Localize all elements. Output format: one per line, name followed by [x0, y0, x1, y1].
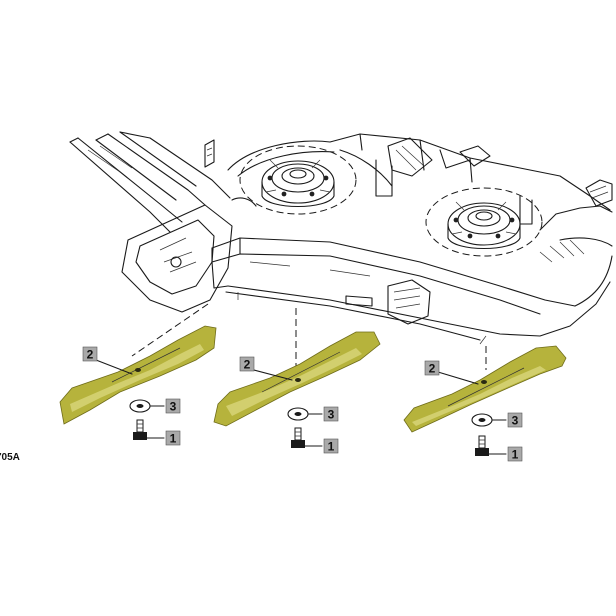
callout-washer-right: 3: [507, 412, 523, 428]
callout-washer-center: 3: [323, 406, 339, 422]
figure-reference-code: 705A: [0, 452, 20, 463]
callout-bolt-left: 1: [165, 430, 181, 446]
svg-text:3: 3: [512, 414, 519, 428]
svg-text:3: 3: [170, 400, 177, 414]
callout-blade-left: 2: [82, 346, 98, 362]
left-mount-bracket: [121, 139, 233, 313]
spindle-pulley-left: [239, 145, 357, 215]
frame-rails: [69, 131, 231, 233]
svg-text:2: 2: [244, 358, 251, 372]
callout-bolt-center: 1: [323, 438, 339, 454]
blade-center: [213, 331, 381, 427]
svg-text:2: 2: [429, 362, 436, 376]
washer-center: [287, 407, 309, 421]
spindle-pulley-right: [425, 187, 543, 257]
bolt-right: [475, 435, 489, 456]
svg-text:3: 3: [328, 408, 335, 422]
svg-text:1: 1: [170, 432, 177, 446]
callout-washer-left: 3: [165, 398, 181, 414]
bolt-left: [133, 419, 147, 440]
svg-text:2: 2: [87, 348, 94, 362]
blade-right: [403, 345, 567, 433]
callout-blade-center: 2: [239, 356, 255, 372]
leader-lines: [95, 359, 507, 455]
bolt-center: [291, 427, 305, 448]
mower-deck: [211, 133, 613, 345]
blade-left: [59, 325, 217, 425]
svg-text:1: 1: [328, 440, 335, 454]
washer-right: [471, 413, 493, 427]
washer-left: [129, 399, 151, 413]
callout-bolt-right: 1: [507, 446, 523, 462]
callout-blade-right: 2: [424, 360, 440, 376]
svg-text:1: 1: [512, 448, 519, 462]
